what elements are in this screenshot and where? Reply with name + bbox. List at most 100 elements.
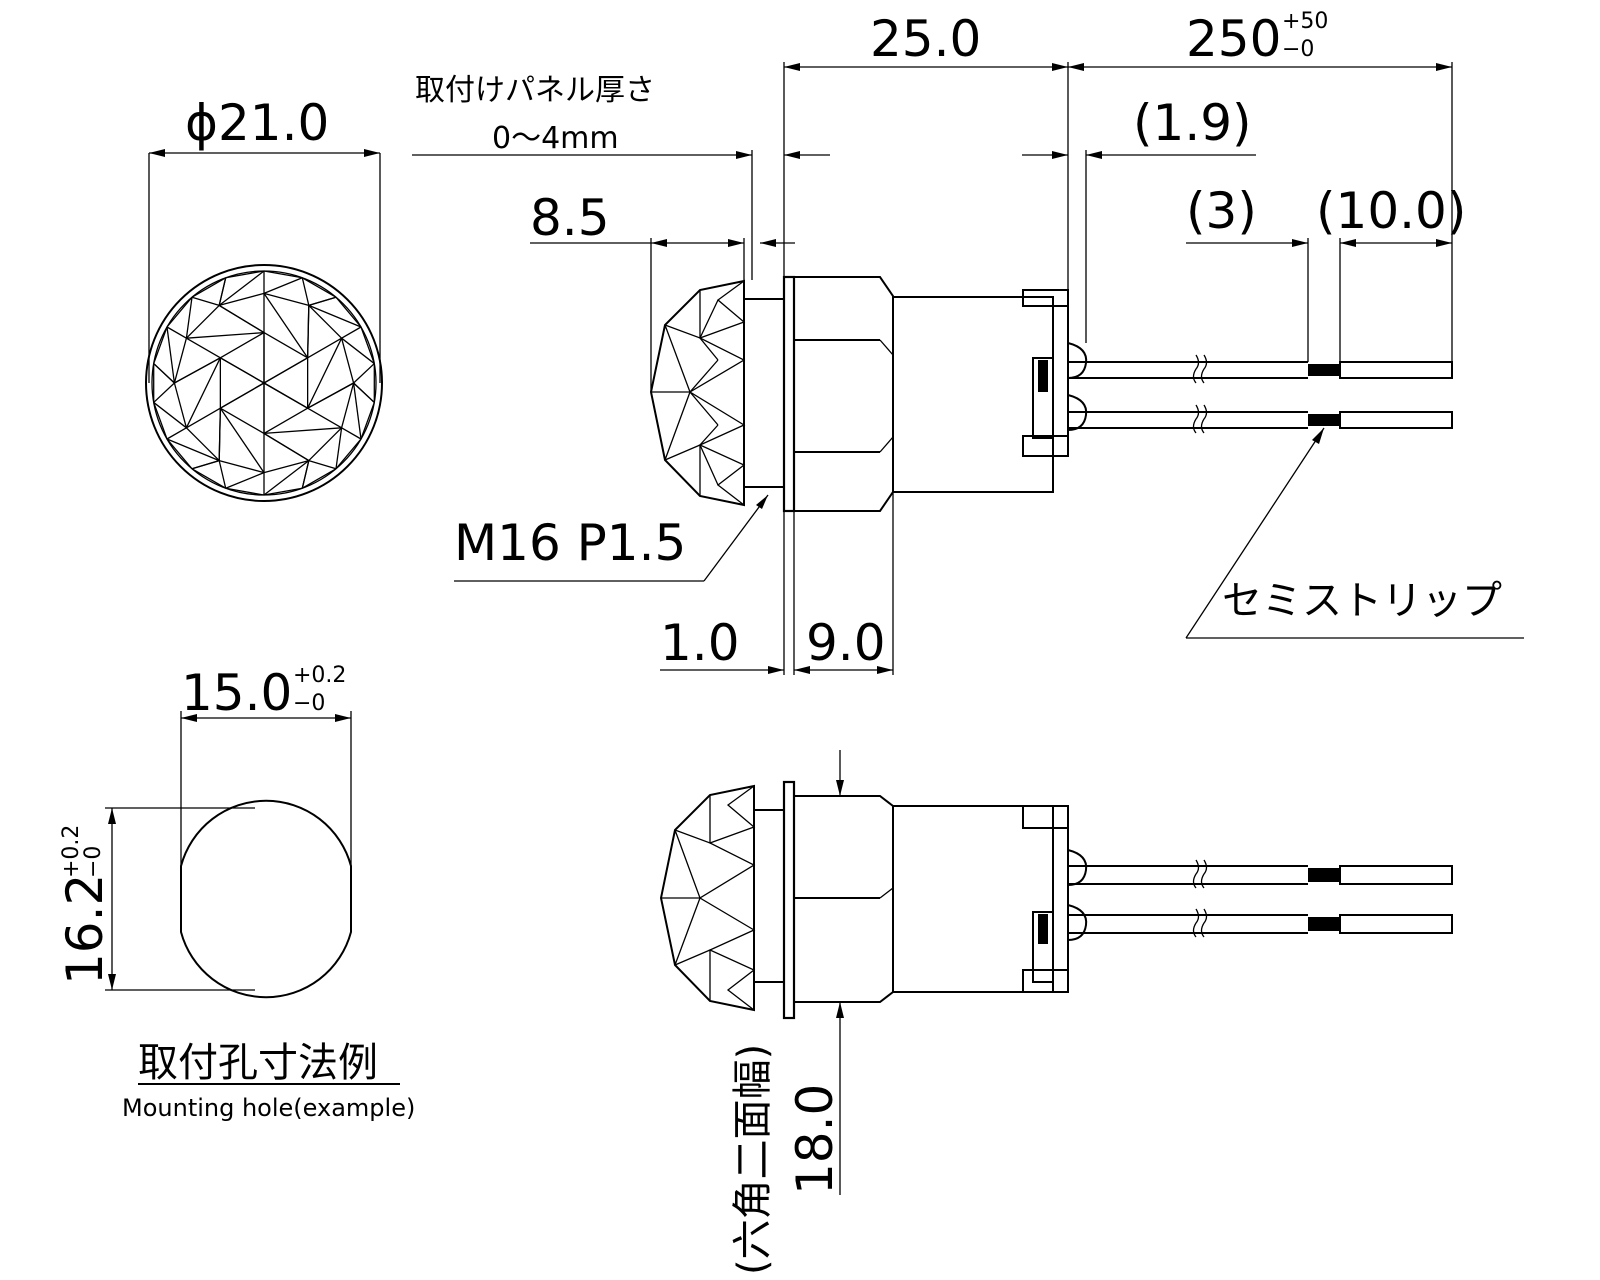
hole-width-tol-plus: +0.2 — [293, 663, 346, 688]
lens-facet-edge — [263, 487, 303, 496]
lens-facet-edge — [153, 382, 175, 403]
thread-label: M16 P1.5 — [454, 514, 686, 572]
lens-facet-edge — [191, 459, 220, 470]
lens-facet-edge — [185, 297, 193, 339]
semi-strip-callout: セミストリップ — [1185, 427, 1524, 639]
mounting-hole-title: 取付孔寸法例 — [138, 1040, 378, 1086]
lens-facet-edge — [225, 471, 265, 489]
lens-facet-edge — [166, 296, 193, 328]
lens-facet-edge — [307, 382, 354, 409]
lens-facet-edge — [186, 331, 265, 339]
lens-facet-edge — [220, 382, 265, 409]
lens-facet-edge — [341, 427, 362, 440]
lens-facet-edge — [220, 407, 265, 434]
lens-facet-edge — [191, 468, 227, 489]
lens-facet-edge — [301, 468, 337, 489]
side-view-bottom — [659, 780, 1453, 1020]
lead-offset-dimension: (1.9) — [1022, 94, 1256, 343]
lens-facet-edge — [153, 363, 175, 384]
mounting-hole: 15.0 +0.2 −0 16.2 +0.2 −0 取付孔寸法例 Mountin… — [56, 663, 415, 1122]
lens-facet-edge — [263, 293, 309, 359]
lens-facet-edge — [173, 382, 188, 428]
lens-facet-edge — [220, 332, 265, 359]
hole-width-tol-minus: −0 — [293, 691, 325, 716]
lens-facet-edge — [263, 432, 310, 462]
mounting-hole-subtitle: Mounting hole(example) — [122, 1094, 415, 1122]
lens-facet-edge — [166, 427, 187, 440]
lens-facet-edge — [174, 357, 221, 384]
panel-thickness-label: 取付けパネル厚さ — [415, 73, 655, 108]
lens-facet-edge — [220, 357, 265, 384]
lens-facet-edge — [166, 438, 220, 462]
flange-nut-dimensions: 1.0 9.0 — [660, 492, 894, 675]
hole-width-label: 15.0 — [181, 664, 292, 722]
lens-facet-edge — [360, 326, 375, 364]
across-flats-label: 18.0 — [786, 1084, 844, 1195]
lens-facet-edge — [335, 296, 362, 328]
lens-facet-edge — [166, 438, 193, 470]
lens-facet-edge — [263, 270, 303, 279]
lens-facet-edge — [218, 277, 227, 306]
lens-facet-edge — [353, 382, 375, 403]
lens-facet-edge — [301, 277, 337, 298]
lens-facet-edge — [225, 270, 265, 279]
diameter-label: ϕ21.0 — [185, 94, 329, 152]
lens-facet-edge — [263, 382, 308, 409]
side-view-top — [649, 275, 1453, 513]
hole-height-tol-minus: −0 — [81, 846, 106, 878]
lens-facet-edge — [186, 337, 221, 359]
lens-facet-edge — [225, 487, 265, 496]
lead-offset-label: (1.9) — [1133, 94, 1252, 152]
lens-facet-edge — [263, 427, 342, 435]
lens-facet-edge — [218, 460, 227, 489]
lens-facet-edge — [360, 402, 375, 440]
panel-thickness-range: 0～4mm — [492, 121, 619, 156]
lens-facet-edge — [185, 304, 220, 339]
lens-facet-edge — [340, 338, 355, 384]
hole-height-tol-plus: +0.2 — [59, 825, 84, 878]
lens-facet-edge — [153, 401, 187, 429]
lens-facet-edge — [186, 407, 221, 429]
strip-dimensions: (3) (10.0) — [1186, 182, 1466, 362]
lead-tol-minus: −0 — [1282, 37, 1314, 62]
lens-facet-edge — [263, 459, 309, 474]
lens-facet-edge — [301, 460, 310, 489]
lens-facet-edge — [185, 357, 221, 429]
lens-facet-edge — [153, 326, 168, 364]
lens-facet-edge — [218, 304, 265, 334]
lens-facet-edge — [191, 277, 227, 298]
nut-thickness-label: 9.0 — [806, 614, 886, 672]
dome-height-dimension: 8.5 — [530, 189, 795, 392]
lens-facet-edge — [301, 277, 310, 306]
lens-facet-edge — [166, 326, 187, 339]
lens-facet-edge — [219, 292, 265, 307]
lens-facet-edge — [308, 459, 337, 470]
lens-facet-edge — [335, 427, 343, 469]
lens-facet-edge — [218, 408, 222, 461]
lens-facet-edge — [307, 337, 343, 409]
lens-facet-edge — [263, 292, 309, 307]
lens-facet-edge — [166, 326, 176, 384]
lens-facet-edge — [340, 382, 355, 428]
overall-length-dimension: 25.0 250 +50 −0 — [783, 9, 1453, 362]
lens-facet-edge — [335, 438, 362, 470]
overall-length-label: 25.0 — [870, 10, 981, 68]
lens-facet-edge — [307, 337, 342, 359]
lead-length-label: 250 — [1186, 10, 1281, 68]
lens-facet-edge — [263, 357, 308, 384]
flange-thickness-label: 1.0 — [660, 614, 740, 672]
lens-facet-edge — [308, 296, 337, 307]
diameter-dimension: ϕ21.0 — [148, 94, 381, 383]
lens-facet-edge — [307, 407, 342, 429]
strip-length-label: (10.0) — [1316, 182, 1466, 240]
lens-facet-edge — [218, 270, 265, 306]
lens-facet-edge — [263, 332, 308, 359]
lens-facet-edge — [306, 305, 310, 358]
lens-facet-edge — [353, 363, 375, 384]
dome-height-label: 8.5 — [530, 189, 610, 247]
lens-facet-edge — [153, 402, 168, 440]
across-flats-dimension: 18.0 (六角二面幅) — [730, 750, 844, 1275]
lens-facet-edge — [341, 326, 362, 339]
lead-tol-plus: +50 — [1282, 9, 1328, 34]
